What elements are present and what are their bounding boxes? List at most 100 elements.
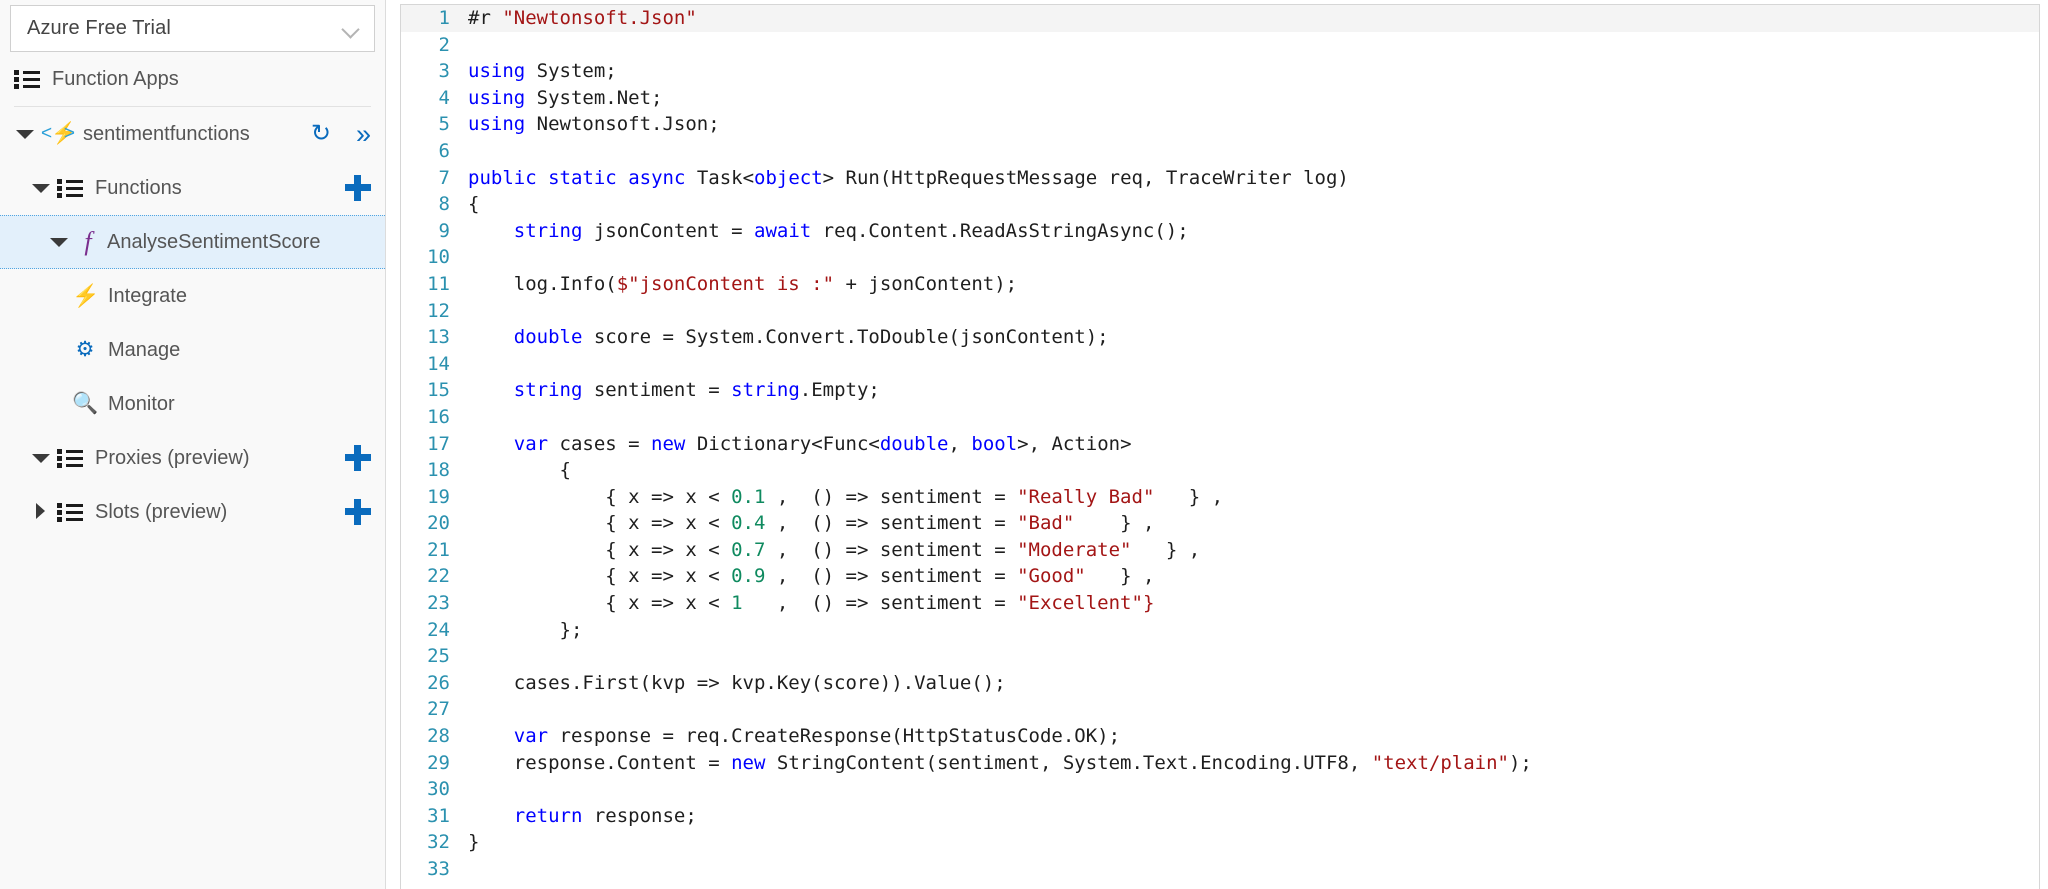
- line-number: 22: [427, 565, 450, 588]
- code-line[interactable]: 20 { x => x < 0.4 , () => sentiment = "B…: [401, 510, 2039, 537]
- line-number: 5: [438, 113, 450, 136]
- subscription-selector[interactable]: Azure Free Trial: [10, 5, 375, 52]
- code-token: jsonContent =: [582, 219, 754, 242]
- code-token: new: [651, 432, 686, 455]
- code-line[interactable]: 12: [401, 298, 2039, 325]
- code-line[interactable]: 8{: [401, 191, 2039, 218]
- sidebar-item-integrate[interactable]: ⚡ Integrate: [0, 269, 385, 323]
- code-token: await: [754, 219, 812, 242]
- code-line[interactable]: 17 var cases = new Dictionary<Func<doubl…: [401, 431, 2039, 458]
- code-token: [468, 379, 514, 401]
- code-line[interactable]: 6: [401, 138, 2039, 165]
- code-token: bool: [971, 432, 1018, 455]
- code-token: response.Content =: [468, 751, 732, 774]
- code-token: { x => x <: [468, 538, 732, 561]
- code-line[interactable]: 1#r "Newtonsoft.Json": [401, 5, 2039, 32]
- expand-triangle-icon[interactable]: [48, 231, 70, 253]
- code-line[interactable]: 18 {: [401, 457, 2039, 484]
- code-line[interactable]: 27: [401, 696, 2039, 723]
- expand-triangle-icon[interactable]: [30, 447, 52, 469]
- sidebar-item-analysesentimentscore[interactable]: f AnalyseSentimentScore: [0, 215, 385, 269]
- code-line[interactable]: 32}: [401, 829, 2039, 856]
- sidebar-item-label: AnalyseSentimentScore: [107, 230, 321, 253]
- code-token: ,: [948, 432, 972, 455]
- sidebar-item-sentimentfunctions[interactable]: <⚡> sentimentfunctions ↻ »: [0, 107, 385, 161]
- function-app-bolt-icon: <⚡>: [41, 122, 78, 145]
- sidebar-item-label: Manage: [108, 338, 181, 361]
- code-line[interactable]: 13 double score = System.Convert.ToDoubl…: [401, 324, 2039, 351]
- code-line[interactable]: 11 log.Info($"jsonContent is :" + jsonCo…: [401, 271, 2039, 298]
- code-token: { x => x <: [468, 512, 732, 535]
- code-line[interactable]: 28 var response = req.CreateResponse(Htt…: [401, 723, 2039, 750]
- line-content: double score = System.Convert.ToDouble(j…: [463, 324, 2039, 351]
- code-line[interactable]: 2: [401, 32, 2039, 59]
- line-number: 6: [438, 139, 450, 162]
- code-token: "Excellent"}: [1017, 592, 1155, 615]
- code-line[interactable]: 26 cases.First(kvp => kvp.Key(score)).Va…: [401, 670, 2039, 697]
- code-line[interactable]: 23 { x => x < 1 , () => sentiment = "Exc…: [401, 590, 2039, 617]
- sidebar-group-functions[interactable]: Functions: [0, 161, 385, 215]
- line-number: 18: [427, 459, 450, 482]
- sidebar-group-slots[interactable]: Slots (preview): [0, 485, 385, 539]
- code-line[interactable]: 16: [401, 404, 2039, 431]
- code-token: , () => sentiment =: [765, 512, 1018, 535]
- code-line[interactable]: 31 return response;: [401, 803, 2039, 830]
- code-line[interactable]: 15 string sentiment = string.Empty;: [401, 377, 2039, 404]
- code-line[interactable]: 14: [401, 351, 2039, 378]
- code-token: Dictionary<Func<: [685, 432, 880, 455]
- expand-triangle-icon[interactable]: [14, 123, 36, 145]
- line-number: 31: [427, 804, 450, 827]
- add-function-button[interactable]: [345, 175, 371, 201]
- code-token: "Bad": [1017, 512, 1075, 535]
- line-content: }: [463, 829, 2039, 856]
- refresh-icon[interactable]: ↻: [310, 120, 331, 147]
- code-line[interactable]: 10: [401, 244, 2039, 271]
- code-line[interactable]: 24 };: [401, 617, 2039, 644]
- sidebar-group-proxies[interactable]: Proxies (preview): [0, 431, 385, 485]
- list-icon: [57, 447, 83, 469]
- line-number: 24: [427, 618, 450, 641]
- add-proxy-button[interactable]: [345, 445, 371, 471]
- sidebar-item-function-apps[interactable]: Function Apps: [0, 52, 385, 106]
- code-token: } ,: [1085, 565, 1155, 588]
- code-token: } ,: [1074, 512, 1155, 535]
- line-number: 2: [438, 33, 450, 56]
- code-token: string: [513, 379, 583, 402]
- code-token: , () => sentiment =: [765, 565, 1018, 588]
- sidebar-group-label: Slots (preview): [95, 500, 228, 523]
- code-token: }: [468, 831, 480, 854]
- code-token: System.Net;: [525, 86, 663, 109]
- expand-triangle-icon[interactable]: [30, 177, 52, 199]
- code-token: System;: [525, 60, 617, 83]
- add-slot-button[interactable]: [345, 499, 371, 525]
- line-number: 28: [427, 725, 450, 748]
- line-number: 20: [427, 512, 450, 535]
- sidebar-item-manage[interactable]: ⚙ Manage: [0, 323, 385, 377]
- chevron-down-icon[interactable]: [342, 20, 360, 38]
- line-number: 15: [427, 379, 450, 402]
- code-line[interactable]: 25: [401, 643, 2039, 670]
- double-chevron-right-icon[interactable]: »: [355, 119, 371, 149]
- code-line[interactable]: 33: [401, 856, 2039, 883]
- code-token: object: [754, 166, 823, 189]
- line-number: 33: [427, 858, 450, 880]
- code-line[interactable]: 21 { x => x < 0.7 , () => sentiment = "M…: [401, 537, 2039, 564]
- code-line[interactable]: 9 string jsonContent = await req.Content…: [401, 218, 2039, 245]
- editor-vertical-scrollbar[interactable]: [2040, 0, 2048, 889]
- code-token: using: [468, 60, 526, 83]
- code-line[interactable]: 29 response.Content = new StringContent(…: [401, 750, 2039, 777]
- code-token: "text/plain": [1371, 751, 1509, 774]
- code-line[interactable]: 30: [401, 776, 2039, 803]
- sidebar-item-monitor[interactable]: 🔍 Monitor: [0, 377, 385, 431]
- code-line[interactable]: 19 { x => x < 0.1 , () => sentiment = "R…: [401, 484, 2039, 511]
- line-content: string sentiment = string.Empty;: [463, 377, 2039, 404]
- line-content: { x => x < 0.4 , () => sentiment = "Bad"…: [463, 510, 2039, 537]
- collapse-triangle-icon[interactable]: [30, 501, 52, 523]
- code-line[interactable]: 22 { x => x < 0.9 , () => sentiment = "G…: [401, 563, 2039, 590]
